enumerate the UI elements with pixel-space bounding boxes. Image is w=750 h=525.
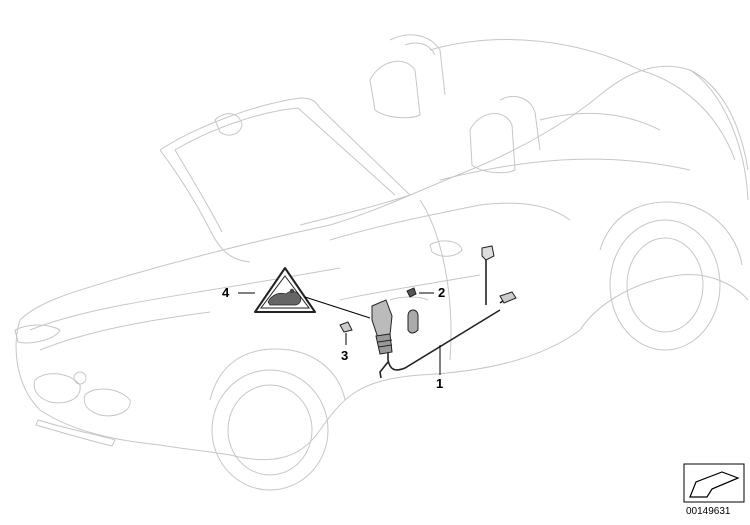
connector-top xyxy=(481,245,495,261)
callout-4: 4 xyxy=(222,285,230,300)
leader-lines xyxy=(238,292,441,375)
callout-3: 3 xyxy=(341,348,349,363)
document-number: 00149631 xyxy=(686,506,731,517)
connector-right xyxy=(499,291,517,304)
callout-1: 1 xyxy=(436,376,444,391)
grommet xyxy=(407,309,419,334)
warning-label-icon xyxy=(254,267,316,313)
clip-part xyxy=(339,321,353,333)
sensor-housing xyxy=(371,299,393,355)
view-direction-icon xyxy=(683,463,745,503)
car-outline xyxy=(14,34,749,491)
screw-part xyxy=(406,287,417,298)
callout-2: 2 xyxy=(438,285,446,300)
wiring-harness xyxy=(379,258,508,379)
